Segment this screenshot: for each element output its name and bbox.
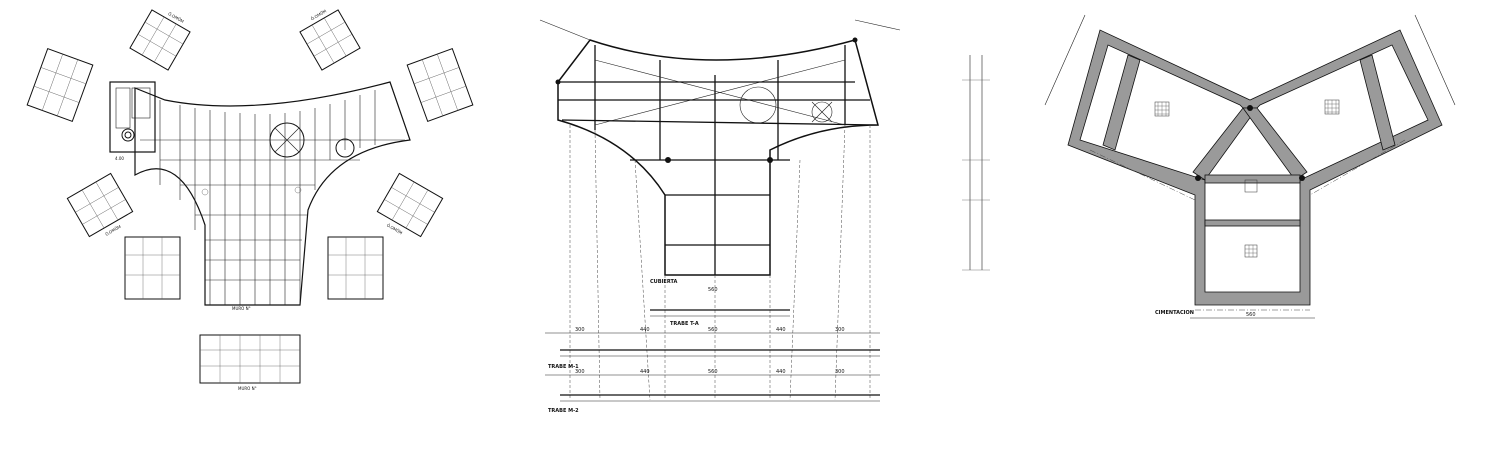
- skylight-circle: [739, 86, 777, 124]
- wall-panel-label: MURO N°: [238, 386, 257, 391]
- skylight-circle: [269, 122, 305, 158]
- trabe-m-2: 300 440 560 440 300 TRABE M-2: [545, 369, 880, 414]
- dim-row1-1: 440: [640, 327, 650, 333]
- dim-row2-1: 440: [640, 369, 650, 375]
- wall-panel-label: Ô.OMÜ̈M: [167, 11, 185, 24]
- wall-panel-left-lower: Ô.OMÜ̈M: [66, 172, 134, 238]
- section-label-trabe-t-a: TRABE T-A: [670, 321, 699, 327]
- roof-slab-plan-drawing: Ô.OMÜ̈M Ô.OMÜ̈M Ô.OMÜ̈M Ô.OMÜ̈M: [26, 8, 474, 391]
- wall-panel-right-lower: Ô.OMÜ̈M: [376, 172, 444, 238]
- wall-panel-bottom-right: [327, 236, 384, 300]
- foundation-plan: 560 CIMENTACION: [1000, 0, 1500, 454]
- top-dim-label: 560: [708, 287, 718, 293]
- bottom-dim-label: 560: [1246, 312, 1256, 318]
- slab-outline: [134, 81, 411, 306]
- foundation-plan-drawing: 560 CIMENTACION: [1044, 14, 1456, 319]
- roof-beam-plan: CUBIERTA 560 TRABE T-A 300 440 560 440 3…: [500, 0, 1000, 454]
- skylight-small-circle: [335, 138, 355, 158]
- wall-panel-top-right: Ô.OMÜ̈M: [299, 8, 361, 71]
- wall-panel-right-upper: [406, 47, 474, 123]
- dim-row2-4: 300: [835, 369, 845, 375]
- dim-row2-2: 560: [708, 369, 718, 375]
- dim-row2-3: 440: [776, 369, 786, 375]
- foundation-walls: [1067, 29, 1443, 306]
- section-label-cubierta: CUBIERTA: [650, 279, 677, 285]
- section-label-trabe-m-1: TRABE M-1: [548, 364, 579, 370]
- roof-beam-plan-drawing: CUBIERTA 560 TRABE T-A 300 440 560 440 3…: [539, 19, 990, 414]
- wall-panel-top-left: Ô.OMÜ̈M: [129, 9, 191, 71]
- section-label-trabe-m-2: TRABE M-2: [548, 408, 579, 414]
- stair-block: [109, 81, 156, 153]
- dim-row1-3: 440: [776, 327, 786, 333]
- roof-outline: [557, 39, 879, 276]
- slab-grid: [140, 90, 405, 305]
- dim-row1-4: 300: [835, 327, 845, 333]
- roof-slab-plan: Ô.OMÜ̈M Ô.OMÜ̈M Ô.OMÜ̈M Ô.OMÜ̈M: [0, 0, 500, 454]
- right-dim-column: [962, 55, 990, 271]
- wall-panel-bottom-center: MURO N°: [199, 334, 301, 391]
- projection-lines: [569, 124, 871, 401]
- footing-lines: [1089, 139, 1406, 311]
- wall-panel-label: Ô.OMÜ̈M: [104, 224, 122, 237]
- inner-walls: [1102, 54, 1396, 227]
- column-markers: [555, 37, 858, 163]
- trabe-t-a: TRABE T-A: [650, 309, 790, 327]
- plan-dim: 4.00: [115, 156, 124, 161]
- wall-panel-label: Ô.OMÜ̈M: [386, 223, 404, 236]
- wall-panel-bottom-left: [124, 236, 181, 300]
- wall-panel-left-upper: [26, 47, 94, 123]
- dim-row1-2: 560: [708, 327, 718, 333]
- plan-muro-label: MURO N°: [232, 306, 251, 311]
- section-label-cimentacion: CIMENTACION: [1155, 310, 1194, 316]
- dim-row1-0: 300: [575, 327, 585, 333]
- beams: [558, 45, 879, 275]
- column-markers: [1195, 105, 1305, 181]
- dim-row2-0: 300: [575, 369, 585, 375]
- hatch-markers: [1154, 99, 1340, 258]
- trabe-m-1: 300 440 560 440 300 TRABE M-1: [545, 327, 880, 370]
